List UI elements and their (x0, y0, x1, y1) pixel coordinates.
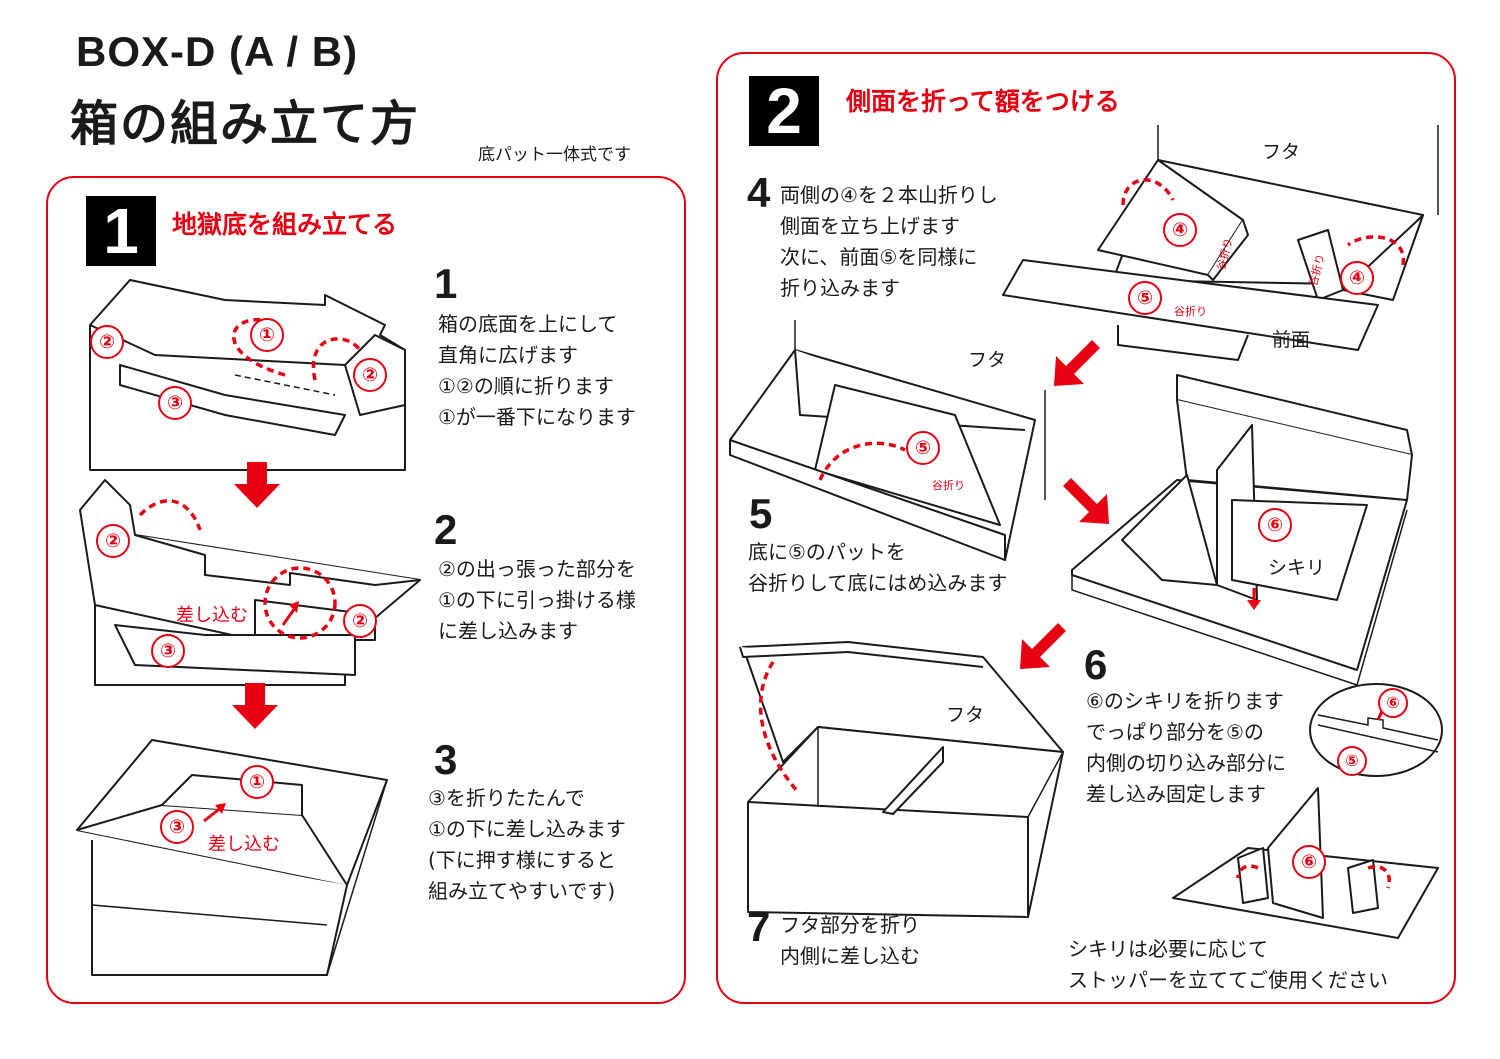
document-title: 箱の組み立て方 (70, 96, 421, 152)
diagonal-arrow-icon (1020, 623, 1066, 669)
step-4-valley-fold-label: 谷折り (1174, 305, 1207, 318)
step-5-lid-label: フタ (968, 349, 1007, 371)
section-1-title: 地獄底を組み立てる (172, 210, 398, 239)
step-6-text: ⑥のシキリを折ります でっぱり部分を⑤の 内側の切り込み部分に 差し込み固定しま… (1086, 689, 1286, 806)
step-5-label-5: ⑤ (906, 431, 940, 465)
step-7-number: 7 (747, 903, 771, 950)
step-3-number: 3 (434, 736, 458, 783)
section-2-footnote: シキリは必要に応じて ストッパーを立ててご使用ください (1068, 937, 1388, 992)
step-6-inset-label-5: ⑤ (1337, 746, 1367, 776)
stopper-label-6: ⑥ (1292, 845, 1326, 879)
diagonal-arrow-icon (1054, 340, 1100, 386)
step-4-text: 両側の④を２本山折りし 側面を立ち上げます 次に、前面⑤を同様に 折り込みます (780, 183, 998, 300)
step-2-label-3: ③ (151, 634, 185, 668)
step-1-illustration (89, 279, 406, 471)
step-6-number: 6 (1084, 641, 1108, 688)
section-1-panel (46, 176, 686, 1004)
step-1-label-3: ③ (158, 386, 192, 420)
step-1-text: 箱の底面を上にして 直角に広げます ①②の順に折ります ①が一番下になります (438, 312, 636, 429)
step-4-label-4b: ④ (1340, 261, 1374, 295)
step-4-label-5: ⑤ (1128, 281, 1162, 315)
section-2-title: 側面を折って額をつける (846, 87, 1120, 116)
step-2-number: 2 (434, 506, 458, 553)
step-1-label-2b: ② (353, 358, 387, 392)
down-arrow-icon (234, 462, 280, 508)
section-2-badge: 2 (749, 76, 819, 146)
step-2-illustration (79, 479, 421, 686)
document-note: 底パット一体式です (478, 145, 631, 165)
step-6-detail-inset (1309, 683, 1443, 777)
diagonal-arrow-icon (1063, 478, 1109, 524)
step-4-label-4a: ④ (1163, 213, 1197, 247)
step-7-lid-label: フタ (946, 704, 985, 726)
step-4-front-label: 前面 (1272, 329, 1311, 351)
step-3-insert-label: 差し込む (208, 834, 280, 855)
step-5-text: 底に⑤のパットを 谷折りして底にはめ込みます (748, 540, 1008, 595)
step-2-label-2a: ② (96, 524, 130, 558)
step-1-label-2a: ② (90, 325, 124, 359)
step-2-label-2b: ② (343, 604, 377, 638)
step-4-number: 4 (747, 169, 771, 216)
step-7-text: フタ部分を折り 内側に差し込む (780, 913, 920, 968)
down-arrow-icon (232, 683, 278, 729)
step-1-number: 1 (434, 260, 458, 307)
step-2-insert-label: 差し込む (176, 605, 248, 626)
section-1-badge: 1 (86, 196, 156, 266)
step-2-text: ②の出っ張った部分を ①の下に引っ掛ける様 に差し込みます (438, 557, 636, 643)
step-5-valley-fold-label: 谷折り (932, 479, 965, 492)
step-3-text: ③を折りたたんで ①の下に差し込みます (下に押す様にすると 組み立てやすいです… (428, 786, 626, 903)
document-title-model: BOX-D (A / B) (76, 28, 359, 75)
step-3-label-3: ③ (160, 810, 194, 844)
step-6-label-6: ⑥ (1258, 508, 1292, 542)
step-6-divider-label: シキリ (1268, 557, 1326, 579)
section-2-panel (716, 52, 1456, 1004)
step-6-illustration (1071, 374, 1413, 686)
step-7-illustration (739, 641, 1064, 918)
step-5-illustration (729, 320, 1046, 561)
divider-stopper-illustration (1172, 787, 1439, 939)
step-1-label-1: ① (250, 318, 284, 352)
step-6-inset-label-6: ⑥ (1378, 688, 1408, 718)
step-3-label-1: ① (240, 765, 274, 799)
step-3-illustration (76, 739, 388, 976)
step-5-number: 5 (749, 490, 773, 537)
step-4-lid-label: フタ (1262, 141, 1301, 163)
